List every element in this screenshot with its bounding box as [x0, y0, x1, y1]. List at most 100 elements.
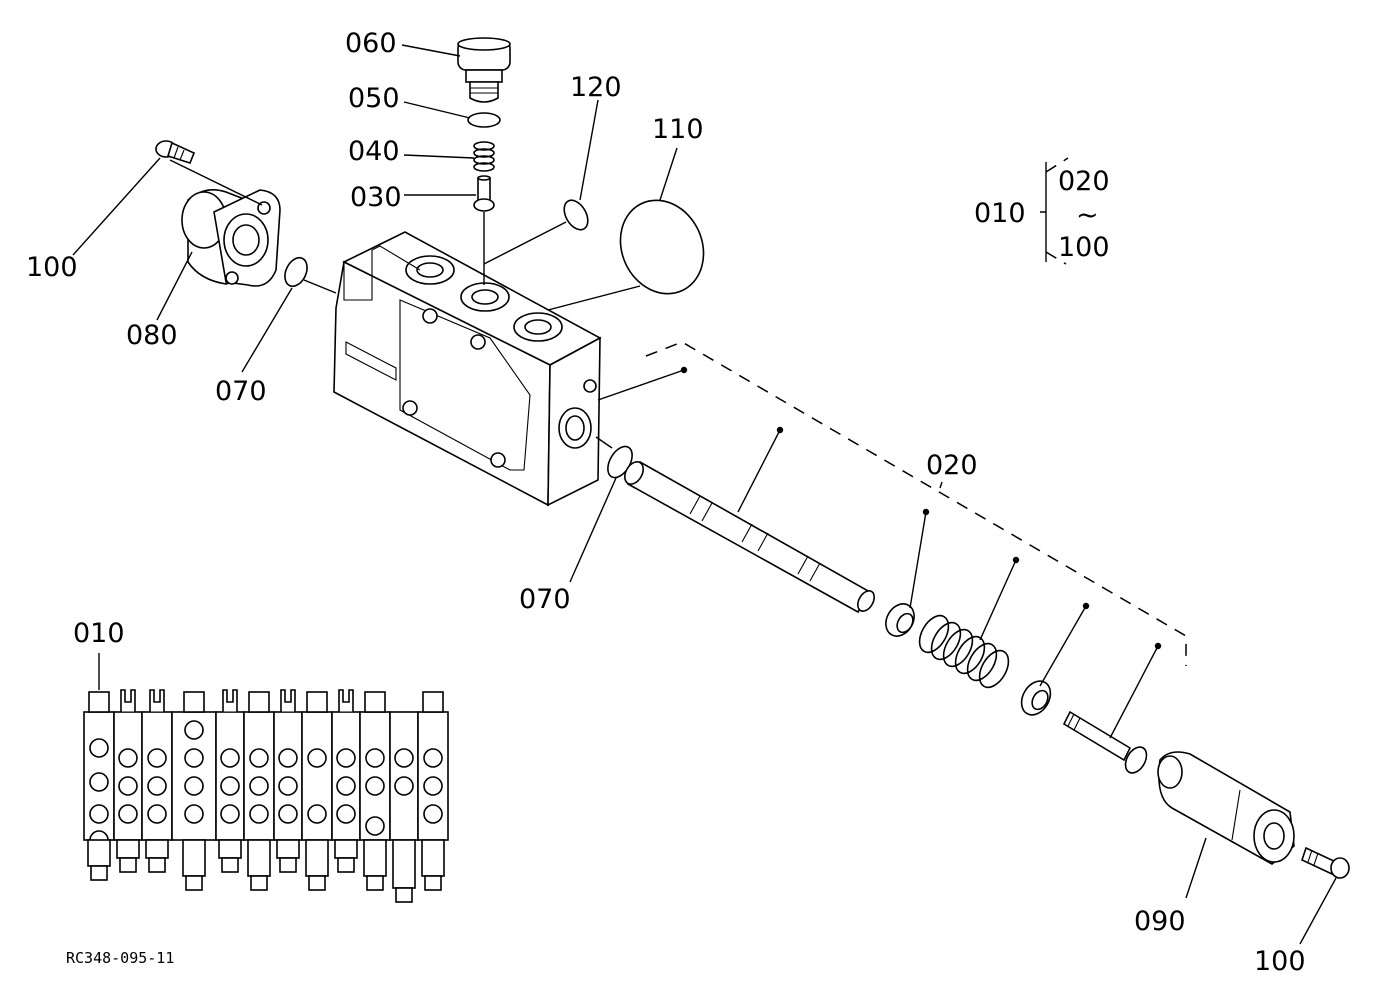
stack-port	[307, 804, 327, 824]
stack-port	[147, 804, 167, 824]
stack-port	[423, 748, 443, 768]
stack-section-spool-tip	[337, 857, 355, 873]
stack-port	[147, 748, 167, 768]
assembly-010-stack	[83, 689, 449, 903]
drawing-code: RC348-095-11	[66, 949, 174, 967]
part-070-o-ring-left	[284, 256, 308, 288]
stack-port	[365, 816, 385, 836]
stack-port	[365, 748, 385, 768]
part-washer	[1020, 680, 1052, 716]
stack-section-lever-fork	[280, 689, 296, 712]
stack-port	[336, 776, 356, 796]
part-110-o-ring	[619, 199, 705, 295]
stack-section-cap	[248, 691, 270, 713]
leader-lines	[72, 44, 1337, 945]
legend-from-020: 020	[1058, 166, 1110, 197]
stack-section-cap	[364, 691, 386, 713]
stack-section-cap	[422, 691, 444, 713]
stack-section-spool-end	[87, 839, 111, 867]
stack-port	[278, 804, 298, 824]
stack-section-spool-tip	[366, 875, 384, 891]
stack-section-spool-tip	[119, 857, 137, 873]
stack-port	[147, 776, 167, 796]
stack-section-spool-tip	[148, 857, 166, 873]
stack-section-spool-end	[334, 839, 358, 859]
label-060: 060	[345, 28, 397, 59]
stack-section-spool-end	[182, 839, 206, 877]
part-100-bolt-bottom	[1301, 846, 1350, 879]
stack-section-spool-tip	[308, 875, 326, 891]
valve-body	[333, 231, 602, 507]
stack-port	[184, 804, 204, 824]
stack-port	[249, 748, 269, 768]
stack-section-spool-tip	[185, 875, 203, 891]
label-080: 080	[126, 320, 178, 351]
part-spool	[624, 460, 875, 614]
stack-section-spool-tip	[424, 875, 442, 891]
stack-section-spool-end	[392, 839, 416, 889]
stack-section-spool-tip	[279, 857, 297, 873]
stack-port	[184, 748, 204, 768]
label-090: 090	[1134, 906, 1186, 937]
stack-section	[389, 711, 419, 841]
legend-tilde: ~	[1076, 200, 1099, 231]
stack-section-spool-end	[363, 839, 387, 877]
part-120-o-ring	[563, 199, 589, 231]
stack-port	[220, 804, 240, 824]
part-030-poppet	[473, 175, 495, 212]
stack-port	[394, 776, 414, 796]
part-stopper-bolt	[1062, 710, 1148, 774]
stack-section-cap	[306, 691, 328, 713]
stack-section-spool-tip	[221, 857, 239, 873]
stack-section-spool-tip	[90, 865, 108, 881]
stack-port	[249, 776, 269, 796]
stack-port	[220, 748, 240, 768]
part-return-spring	[918, 614, 1010, 689]
part-050-o-ring	[467, 112, 501, 128]
part-100-bolt-top	[155, 140, 196, 164]
stack-section-cap	[88, 691, 110, 713]
leader-dots	[680, 366, 1162, 650]
stack-port	[336, 748, 356, 768]
label-050: 050	[348, 83, 400, 114]
legend-010: 010	[974, 198, 1026, 229]
label-020: 020	[926, 450, 978, 481]
stack-port	[118, 804, 138, 824]
stack-section-lever-fork	[120, 689, 136, 712]
stack-port	[89, 738, 109, 758]
stack-section-spool-end	[145, 839, 169, 859]
stack-port	[118, 776, 138, 796]
stack-section-spool-end	[276, 839, 300, 859]
stack-section-cap	[183, 691, 205, 713]
stack-port	[220, 776, 240, 796]
group-020-bracket	[645, 341, 1187, 666]
stack-section-spool-end	[305, 839, 329, 877]
stack-port	[365, 776, 385, 796]
stack-section-spool-tip	[250, 875, 268, 891]
part-080-cover	[181, 189, 281, 287]
stack-port	[278, 776, 298, 796]
label-110: 110	[652, 114, 704, 145]
label-010-assembly: 010	[73, 618, 125, 649]
stack-port	[184, 720, 204, 740]
part-090-cap	[1157, 751, 1295, 865]
label-120: 120	[570, 72, 622, 103]
label-030: 030	[350, 182, 402, 213]
stack-section-spool-tip	[395, 887, 413, 903]
stack-section-lever-fork	[149, 689, 165, 712]
stack-port	[89, 804, 109, 824]
stack-port	[394, 748, 414, 768]
label-100-top: 100	[26, 252, 78, 283]
part-040-spring	[473, 141, 495, 172]
part-060-plug	[457, 37, 511, 103]
part-spring-seat	[885, 603, 915, 637]
stack-port	[278, 748, 298, 768]
legend-to-100: 100	[1058, 232, 1110, 263]
label-040: 040	[348, 136, 400, 167]
stack-port	[307, 748, 327, 768]
stack-port	[423, 776, 443, 796]
label-100-bottom: 100	[1254, 946, 1306, 977]
stack-section-spool-end	[247, 839, 271, 877]
label-070-mid: 070	[519, 584, 571, 615]
label-070-left: 070	[215, 376, 267, 407]
